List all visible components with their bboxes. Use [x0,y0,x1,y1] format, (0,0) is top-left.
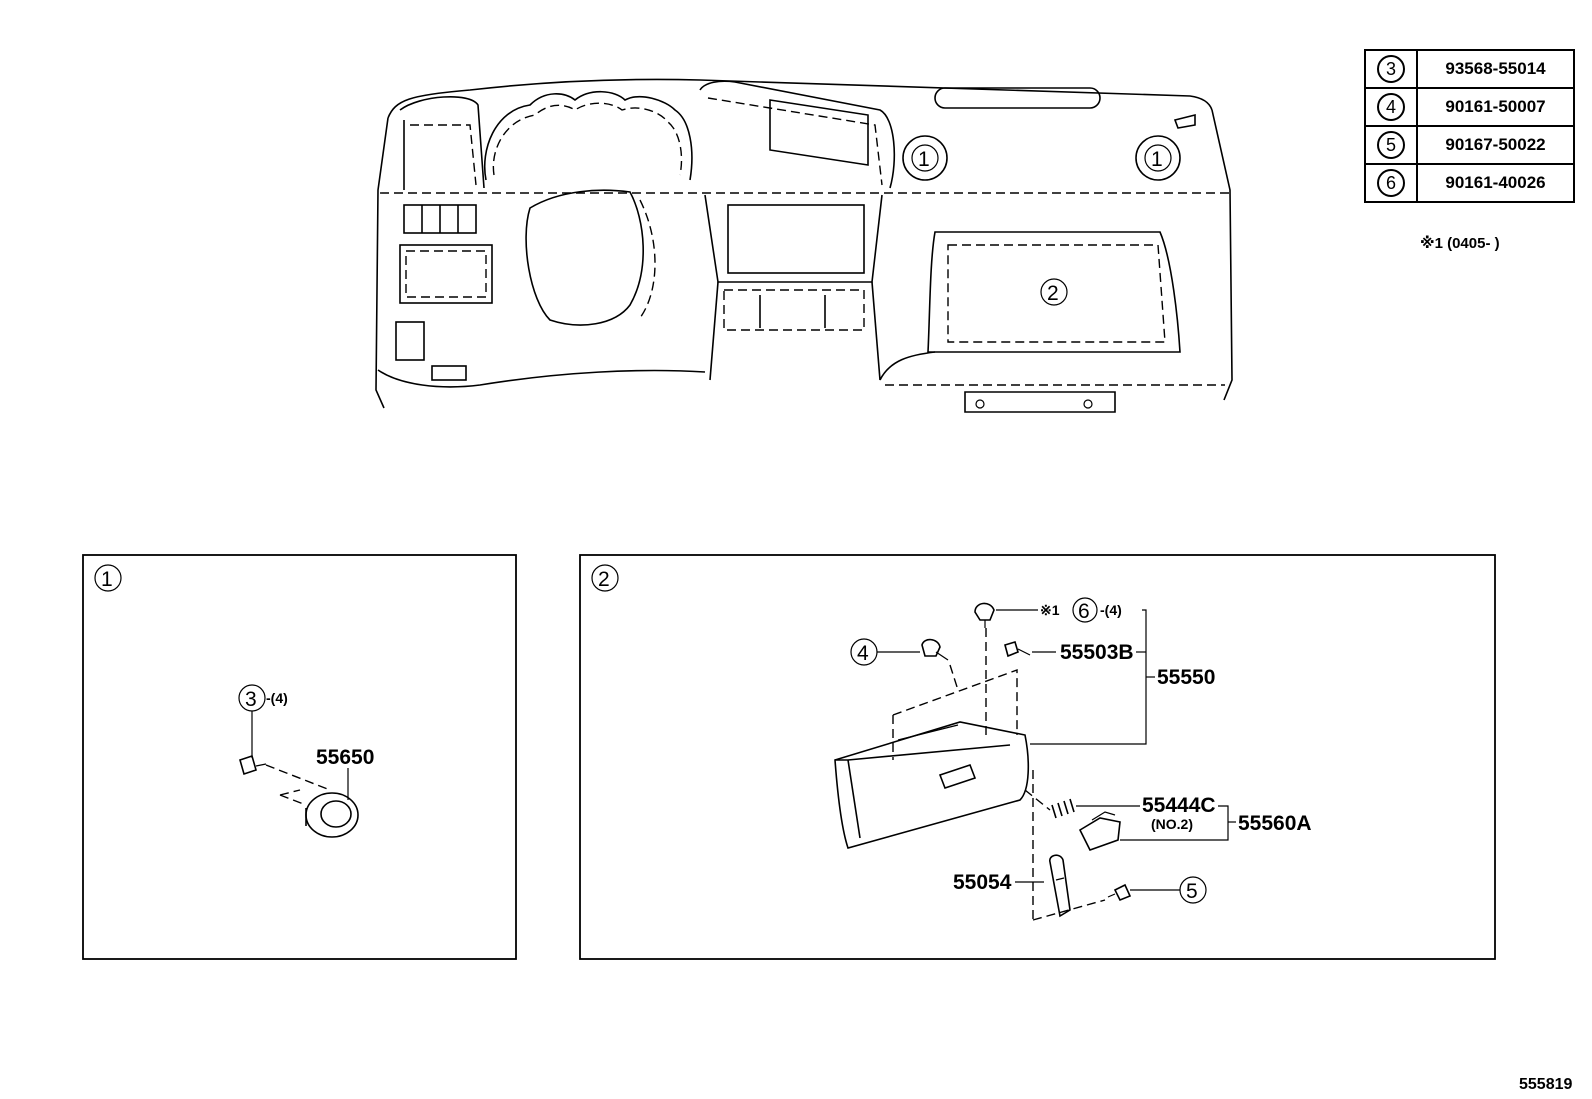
ref-part-number: 90167-50022 [1416,125,1575,165]
lock-assy-label: 55560A [1238,812,1312,835]
bolt-callout: 3 [245,688,257,711]
ref-part-number: 93568-55014 [1416,49,1575,89]
bottom-screw-callout: 5 [1186,880,1198,903]
ref-circle: 4 [1377,93,1405,121]
panel-2-frame [579,554,1496,960]
stopper-part-label: 55503B [1060,641,1134,664]
ref-part-number: 90161-50007 [1416,87,1575,127]
ref-circle: 5 [1377,131,1405,159]
panel-2-label: 2 [598,568,610,591]
reference-table: 3 93568-55014 4 90161-50007 5 90167-5002… [1364,49,1575,203]
panel-2-parts: ※1 6 -(4) 4 55503B 55550 55444C ( [834,597,1312,921]
panel-1-parts: 3 -(4) 55650 [238,684,374,838]
spring-part-label: 55444C [1142,794,1216,817]
clip-callout: 6 [1078,600,1090,623]
damper-part-label: 55054 [953,871,1012,894]
clip-qty: -(4) [1100,602,1122,618]
screw-callout: 4 [857,642,869,665]
panel-1-frame [82,554,517,960]
table-row: 4 90161-50007 [1364,87,1575,127]
instrument-panel-drawing: 1 1 2 [375,78,1233,413]
table-row: 6 90161-40026 [1364,163,1575,203]
date-note-ref: ※1 [1040,602,1060,618]
table-row: 5 90167-50022 [1364,125,1575,165]
bolt-qty: -(4) [266,690,288,706]
panel-1-label: 1 [101,568,113,591]
glovebox-callout: 2 [1047,282,1059,305]
figure-code: 555819 [1519,1076,1573,1093]
vent-part-label: 55650 [316,746,374,769]
table-row: 3 93568-55014 [1364,49,1575,89]
ref-part-number: 90161-40026 [1416,163,1575,203]
box-assy-label: 55550 [1157,666,1215,689]
spring-note: (NO.2) [1151,816,1193,832]
ref-circle: 3 [1377,55,1405,83]
vent-right-callout: 1 [1151,148,1163,171]
vent-left-callout: 1 [918,148,930,171]
ref-circle: 6 [1377,169,1405,197]
date-note: ※1 (0405- ) [1420,235,1500,252]
